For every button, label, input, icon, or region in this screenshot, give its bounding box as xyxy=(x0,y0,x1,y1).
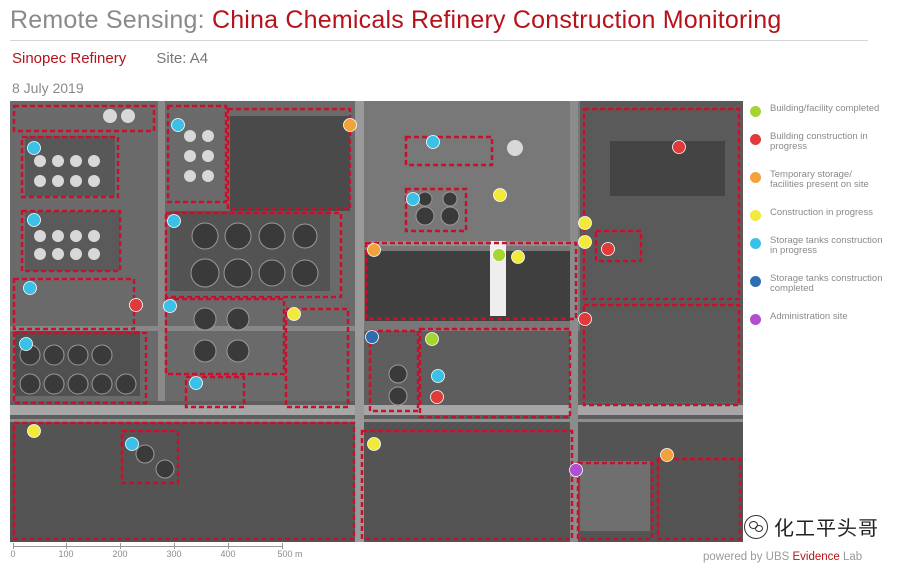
scale-tick xyxy=(282,543,283,549)
construction-in-progress-marker-icon xyxy=(750,210,761,221)
scale-tick xyxy=(13,543,14,549)
legend-item-administration: Administration site xyxy=(750,312,888,325)
satellite-map-graphic xyxy=(10,101,743,542)
scale-label: 200 xyxy=(112,549,128,559)
legend-label: Administration site xyxy=(770,311,848,322)
refinery-name: Sinopec Refinery xyxy=(12,50,127,67)
scale-label: 400 xyxy=(220,549,236,559)
legend-item-tanks-completed: Storage tanks construction completed xyxy=(750,274,888,294)
legend-label: Building/facility completed xyxy=(770,103,880,114)
tanks-completed-marker-icon xyxy=(750,276,761,287)
legend-label: Temporary storage/ facilities present on… xyxy=(770,169,869,190)
capture-date: 8 July 2019 xyxy=(12,80,84,96)
legend-label: Storage tanks construction completed xyxy=(770,273,883,294)
subtitle-row: Sinopec Refinery Site: A4 xyxy=(12,50,208,67)
credit-suffix: Lab xyxy=(839,551,863,563)
satellite-map xyxy=(10,101,743,542)
building-in-progress-marker-icon xyxy=(750,134,761,145)
site-label: Site: A4 xyxy=(156,50,209,67)
wechat-icon xyxy=(744,514,768,539)
credit-line: powered by UBS Evidence Lab xyxy=(703,551,862,563)
administration-marker-icon xyxy=(750,314,761,325)
title-prefix: Remote Sensing: xyxy=(10,6,205,34)
watermark: 化工平头哥 xyxy=(744,512,879,541)
building-completed-marker-icon xyxy=(750,106,761,117)
scale-tick xyxy=(66,543,67,549)
legend-item-temporary-storage: Temporary storage/ facilities present on… xyxy=(750,170,888,190)
legend-item-construction-in-progress: Construction in progress xyxy=(750,208,888,221)
scale-bar: 0 100 200 300 400 500 m xyxy=(10,543,310,569)
scale-label: 100 xyxy=(58,549,74,559)
credit-brand: Evidence xyxy=(792,551,840,563)
page-title: Remote Sensing: China Chemicals Refinery… xyxy=(10,6,782,35)
watermark-text: 化工平头哥 xyxy=(774,516,879,540)
scale-tick xyxy=(174,543,175,549)
scale-line xyxy=(13,546,283,547)
scale-label: 300 xyxy=(166,549,182,559)
scale-label: 500 m xyxy=(277,549,303,559)
title-main: China Chemicals Refinery Construction Mo… xyxy=(211,6,782,34)
legend-item-building-in-progress: Building construction in progress xyxy=(750,132,888,152)
legend-item-building-completed: Building/facility completed xyxy=(750,104,888,117)
scale-tick xyxy=(228,543,229,549)
legend-label: Storage tanks construction in progress xyxy=(770,235,883,256)
legend-item-tanks-in-progress: Storage tanks construction in progress xyxy=(750,236,888,256)
legend-label: Construction in progress xyxy=(770,207,873,218)
tanks-in-progress-marker-icon xyxy=(750,238,761,249)
scale-label: 0 xyxy=(10,549,16,559)
credit-prefix: powered by UBS xyxy=(703,551,793,563)
legend-label: Building construction in progress xyxy=(770,131,868,152)
temporary-storage-marker-icon xyxy=(750,172,761,183)
scale-tick xyxy=(120,543,121,549)
title-divider xyxy=(10,40,868,41)
